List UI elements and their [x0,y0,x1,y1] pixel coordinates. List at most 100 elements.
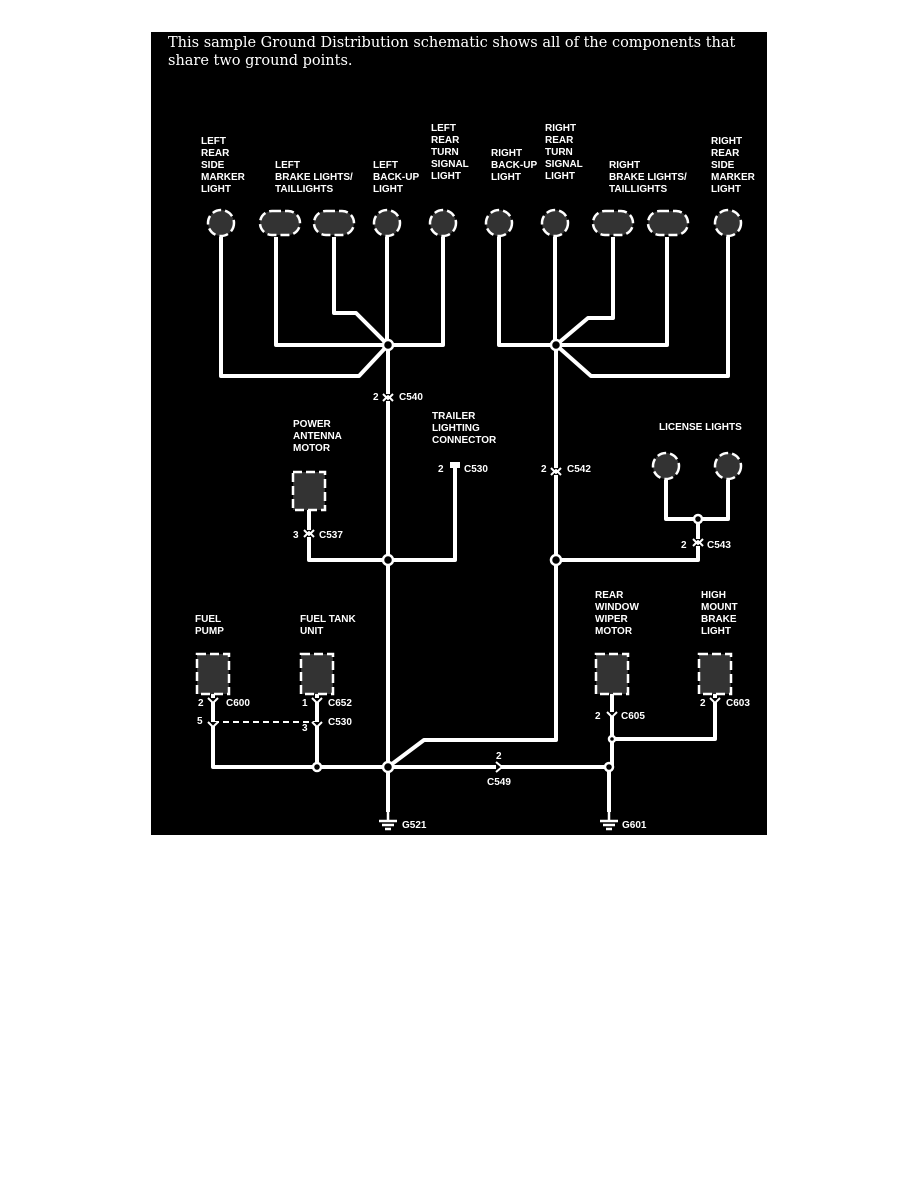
left-lamp-wiring [219,237,445,378]
splice-g521 [381,760,395,774]
label-line: SIDE [711,160,735,171]
label-line: REAR [711,148,740,159]
right-side-marker-lamp [713,208,743,238]
label-line: REAR [545,135,574,146]
right-lamp-wiring [497,237,730,378]
connector-symbols [207,393,721,773]
c549-pin: 2 [496,751,502,762]
trailer-connector-terminal [450,462,460,468]
ground-icon-g601 [600,812,618,831]
label-line: UNIT [300,626,323,637]
label-line: SIDE [201,160,225,171]
c652-pin: 1 [302,698,308,709]
label-line: WINDOW [595,602,639,613]
left-backup-lamp [372,208,402,238]
license-light-left-lamp [651,451,681,481]
trailer-connector-wire [388,467,457,562]
label-line: LIGHT [545,171,575,182]
label-line: FUEL TANK [300,614,357,625]
high-mount-brake-light [697,652,733,696]
right-taillight-lamp [646,209,690,237]
label-line: BACK-UP [373,172,419,183]
license-light-wire-left [556,480,700,562]
c600-pin: 2 [198,698,204,709]
fuel-tank-unit [299,652,335,696]
power-antenna-motor [291,470,327,512]
label-line: REAR [201,148,230,159]
label-line: TAILLIGHTS [609,184,667,195]
label-line: MOUNT [701,602,738,613]
label-line: BRAKE LIGHTS/ [275,172,353,183]
c652-label: C652 [328,698,352,709]
c530-trailer-pin: 2 [438,464,444,475]
c542-pin: 2 [541,464,547,475]
c537-label: C537 [319,530,343,541]
label-line: BRAKE [701,614,737,625]
label-line: LEFT [373,160,398,171]
right-brake-lamp [591,209,635,237]
label-line: REAR [431,135,460,146]
high-mount-brake-wire [612,694,717,741]
label-line: RIGHT [711,136,742,147]
splice-left-middle [381,553,395,567]
label-line: LIGHT [711,184,741,195]
ground-icon-g521 [379,812,397,831]
left-turn-signal-lamp [428,208,458,238]
label-line: RIGHT [609,160,640,171]
label-line: BRAKE LIGHTS/ [609,172,687,183]
license-light-right-lamp [713,451,743,481]
c530-left-pin: 5 [197,716,203,727]
c603-pin: 2 [700,698,706,709]
label-line: LEFT [201,136,226,147]
c530-right-label: C530 [328,717,352,728]
label-line: MOTOR [595,626,633,637]
label-line: LIGHT [701,626,731,637]
c605-label: C605 [621,711,645,722]
c542-label: C542 [567,464,591,475]
splice-license-lights [692,513,704,525]
c605-pin: 2 [595,711,601,722]
splice-wiper [607,734,617,744]
schematic-panel: This sample Ground Distribution schemati… [151,32,767,835]
label-line: TURN [431,147,459,158]
label-line: RIGHT [491,148,522,159]
power-antenna-wire [307,510,388,562]
label-line: LIGHTING [432,423,480,434]
fuel-pump [195,652,231,696]
label-line: POWER [293,419,332,430]
label-line: PUMP [195,626,224,637]
label-line: FUEL [195,614,221,625]
label-line: WIPER [595,614,629,625]
label-line: SIGNAL [545,159,583,170]
c537-pin: 3 [293,530,299,541]
right-backup-lamp [484,208,514,238]
label-line: REAR [595,590,624,601]
label-line: MOTOR [293,443,331,454]
label-line: TAILLIGHTS [275,184,333,195]
label-line: SIGNAL [431,159,469,170]
g521-label: G521 [402,820,427,831]
c530-right-pin: 3 [302,723,308,734]
left-side-marker-lamp [206,208,236,238]
splice-g601 [603,761,615,773]
right-turn-signal-lamp [540,208,570,238]
label-line: MARKER [201,172,246,183]
c549-ground-bus [388,765,611,812]
label-line: BACK-UP [491,160,537,171]
label-line: LIGHT [431,171,461,182]
c540-label: C540 [399,392,423,403]
c530-trailer-label: C530 [464,464,488,475]
c540-pin: 2 [373,392,379,403]
c549-label: C549 [487,777,511,788]
